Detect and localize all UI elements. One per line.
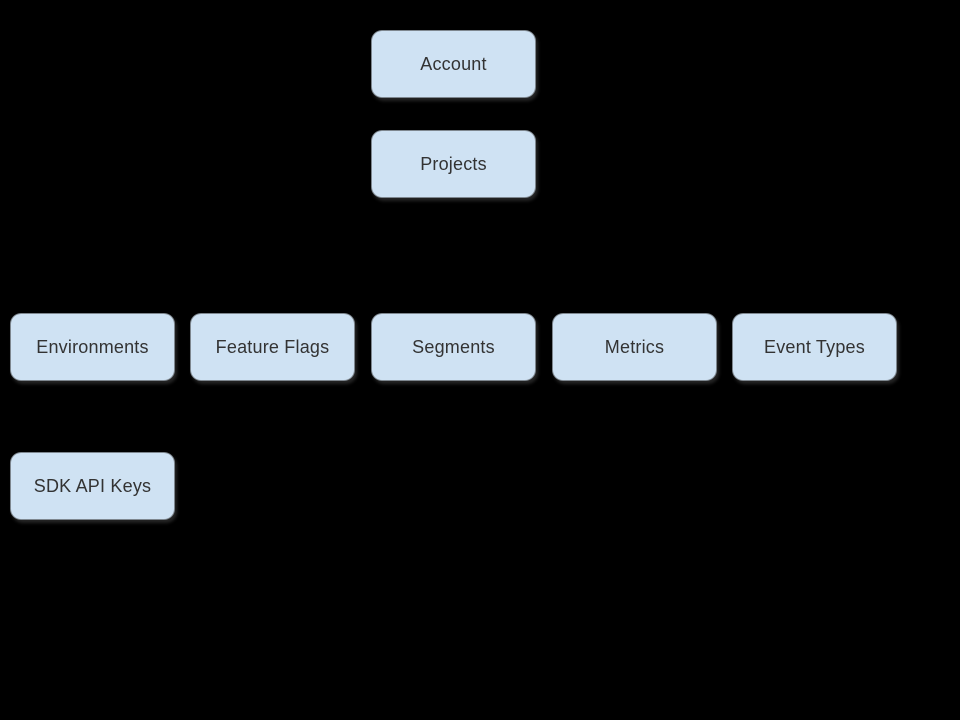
node-environments: Environments [10, 313, 175, 381]
node-sdk-api-keys-label: SDK API Keys [33, 476, 152, 496]
node-sdk-api-keys: SDK API Keys [10, 452, 175, 520]
node-metrics-label: Metrics [604, 337, 665, 357]
node-segments-label: Segments [412, 337, 495, 357]
node-metrics: Metrics [552, 313, 717, 381]
node-event-types: Event Types [732, 313, 897, 381]
node-projects-label: Projects [420, 154, 487, 174]
node-segments: Segments [371, 313, 536, 381]
node-environments-label: Environments [36, 337, 149, 357]
node-event-types-label: Event Types [764, 337, 865, 357]
node-projects: Projects [371, 130, 536, 198]
node-feature-flags: Feature Flags [190, 313, 355, 381]
node-account-label: Account [420, 54, 487, 74]
node-feature-flags-label: Feature Flags [215, 337, 330, 357]
node-account: Account [371, 30, 536, 98]
